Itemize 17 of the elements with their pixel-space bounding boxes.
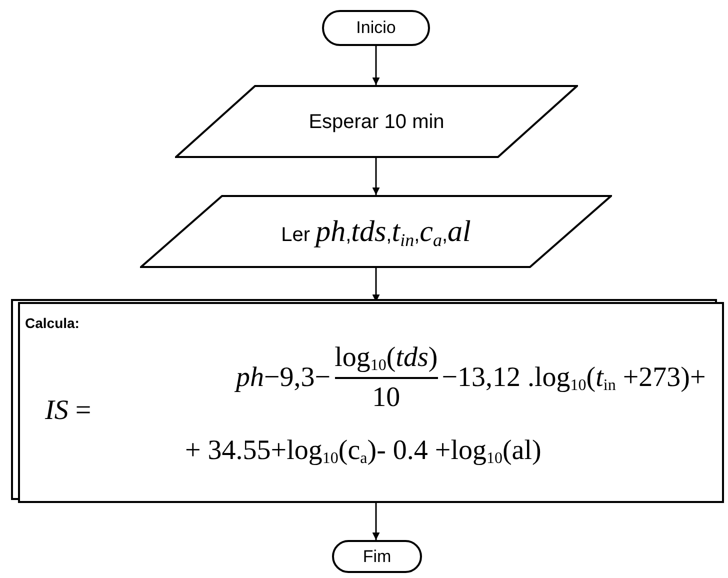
arrow: [372, 158, 380, 195]
terminal-label: Fim: [362, 546, 392, 568]
fraction-denominator: 10: [372, 384, 400, 412]
arrow: [372, 46, 380, 85]
formula-text: −13,12 .log$_{10}$(t$_{in}$ +273)+: [442, 364, 706, 392]
terminal-pill: [332, 540, 422, 573]
formula-text: + 34.55+log$_{10}$(c$_{a}$)- 0.4 +log$_{10}$(al): [185, 435, 542, 466]
arrow: [372, 268, 380, 302]
io-label: Esperar 10 min: [308, 110, 444, 134]
arrow: [372, 503, 380, 540]
io-label: Ler ph,tds,t$_{in}$,c$_{a}$,al: [281, 214, 471, 252]
formula-text: ph−9,3−: [236, 364, 331, 392]
formula-text: IS =: [45, 395, 92, 426]
process-heading: Calcula:: [25, 315, 80, 331]
terminal-pill: [322, 10, 430, 46]
terminal-label: Inicio: [356, 17, 396, 40]
fraction-numerator: log$_{10}$(tds): [334, 344, 438, 372]
